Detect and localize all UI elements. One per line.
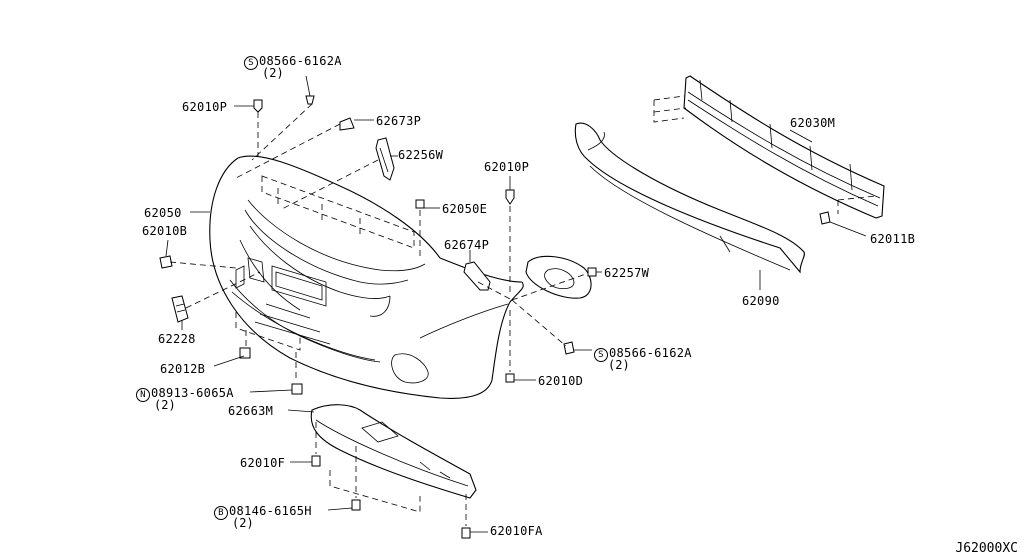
label-62050: 62050 <box>144 206 182 220</box>
label-62090: 62090 <box>742 294 780 308</box>
label-62010P-mid: 62010P <box>484 160 530 174</box>
label-62674P: 62674P <box>444 238 490 252</box>
label-08913-qty: (2) <box>154 398 176 412</box>
label-08566-bot-qty: (2) <box>608 358 630 372</box>
front-bumper-fascia <box>209 155 524 399</box>
label-62010P-top: 62010P <box>182 100 228 114</box>
label-08146-qty: (2) <box>232 516 254 530</box>
label-62663M: 62663M <box>228 404 274 418</box>
s-prefix-icon: S <box>594 348 608 362</box>
s-prefix-icon: S <box>244 56 258 70</box>
leader-lines <box>165 75 867 533</box>
label-62010FA: 62010FA <box>490 524 543 538</box>
n-prefix-icon: N <box>136 388 150 402</box>
bracket-62674P <box>463 261 491 291</box>
label-62030M: 62030M <box>790 116 836 130</box>
bracket-62228 <box>171 295 189 323</box>
diagram-id: J62000XC <box>955 541 1018 556</box>
label-62256W: 62256W <box>398 148 444 162</box>
fog-lamp-cover <box>525 255 592 299</box>
energy-absorber <box>574 122 805 274</box>
label-08566-bot-number: 08566-6162A <box>609 346 692 360</box>
label-62011B: 62011B <box>870 232 916 246</box>
label-62010F: 62010F <box>240 456 286 470</box>
label-62228: 62228 <box>158 332 196 346</box>
label-08566-top-qty: (2) <box>262 66 284 80</box>
label-62010D: 62010D <box>538 374 584 388</box>
label-62673P: 62673P <box>376 114 422 128</box>
label-62050E: 62050E <box>442 202 488 216</box>
label-08566-top-number: 08566-6162A <box>259 54 342 68</box>
label-08913-number: 08913-6065A <box>151 386 234 400</box>
b-prefix-icon: B <box>214 506 228 520</box>
label-62257W: 62257W <box>604 266 650 280</box>
label-62012B: 62012B <box>160 362 206 376</box>
bracket-62256W <box>375 137 395 181</box>
assembly-lines <box>169 103 587 526</box>
fasteners <box>159 95 831 539</box>
label-62010B: 62010B <box>142 224 188 238</box>
label-08146-number: 08146-6165H <box>229 504 312 518</box>
engine-undercover <box>310 404 477 499</box>
bumper-reinforcement <box>653 75 885 219</box>
